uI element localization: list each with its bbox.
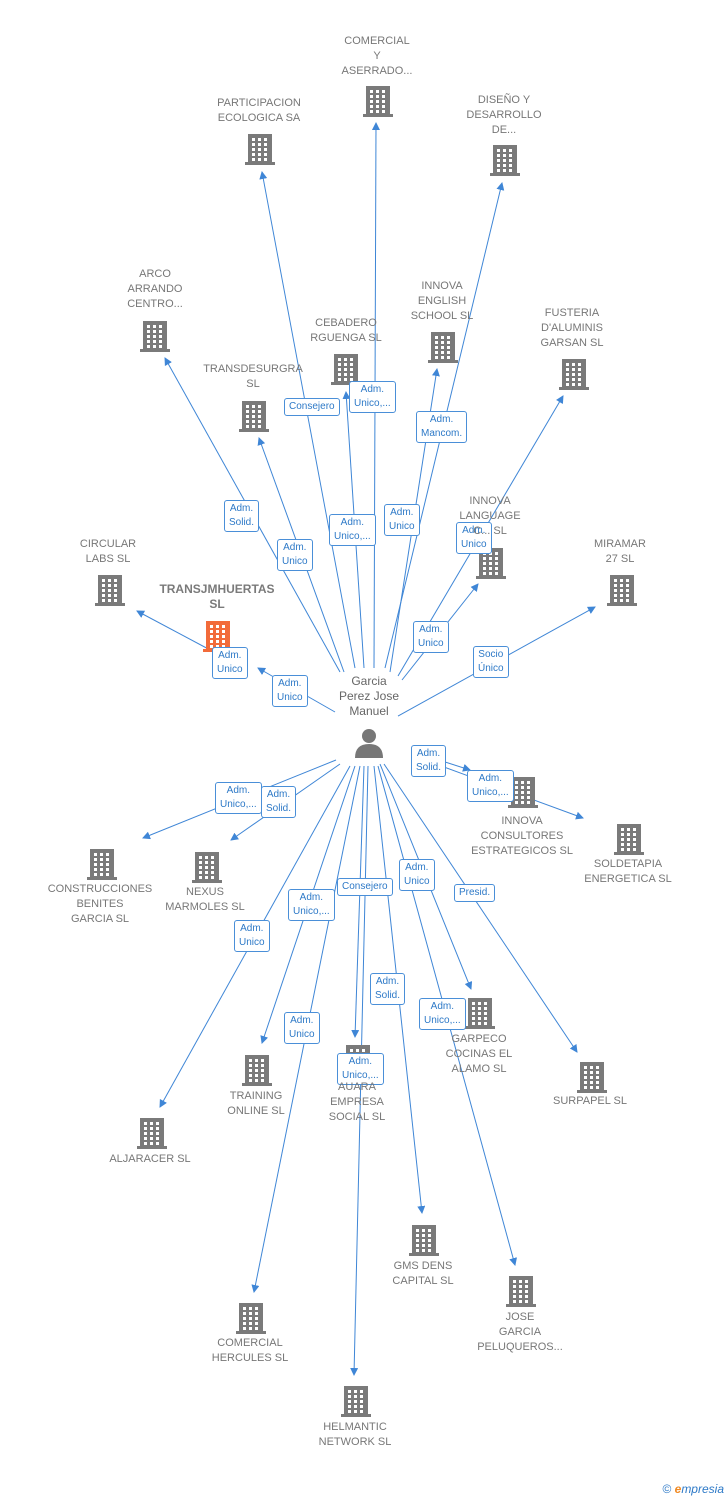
edge-role-innova-consultores[interactable]: Adm. Solid.	[411, 745, 447, 777]
edge-role-nexus-marmoles[interactable]: Adm. Solid.	[261, 786, 297, 818]
building-icon-gms-dens[interactable]	[409, 1225, 439, 1256]
building-icon-transdesurgra[interactable]	[239, 401, 269, 432]
edge-role-comercial-y-aserrado[interactable]: Adm. Unico,...	[349, 381, 396, 413]
edge-role-jose-garcia-peluqueros[interactable]: Adm. Unico,...	[419, 998, 466, 1030]
building-icon-jose-garcia-peluqueros[interactable]	[506, 1276, 536, 1307]
company-label-innova-language[interactable]: INNOVA LANGUAGE C... SL	[459, 495, 521, 537]
edge-role-auara-empresa[interactable]: Consejero	[337, 878, 393, 896]
company-label-comercial-y-aserrado[interactable]: COMERCIAL Y ASERRADO...	[341, 35, 413, 77]
edge-role-participacion-ecologica[interactable]: Adm. Unico,...	[329, 514, 376, 546]
building-icon-helmantic-network[interactable]	[341, 1386, 371, 1417]
edge-role-fusteria-daluminis[interactable]: Adm. Unico	[456, 522, 492, 554]
company-label-nexus-marmoles[interactable]: NEXUS MARMOLES SL	[165, 886, 245, 913]
edge-role-helmantic-network[interactable]: Adm. Unico,...	[337, 1053, 384, 1085]
nodes-layer	[87, 86, 644, 1417]
company-label-comercial-hercules[interactable]: COMERCIAL HERCULES SL	[211, 1337, 289, 1364]
edge-auara-empresa	[351, 765, 365, 1038]
company-label-soldetapia[interactable]: SOLDETAPIA ENERGETICA SL	[584, 858, 672, 885]
company-label-auara-empresa[interactable]: AUARA EMPRESA SOCIAL SL	[328, 1081, 386, 1123]
building-icon-participacion-ecologica[interactable]	[245, 134, 275, 165]
building-icon-aljaracer[interactable]	[137, 1118, 167, 1149]
copyright-symbol: ©	[662, 1482, 672, 1496]
edge-role-transdesurgra[interactable]: Adm. Unico	[277, 539, 313, 571]
building-icon-surpapel[interactable]	[577, 1062, 607, 1093]
edge-role-garpeco-cocinas[interactable]: Adm. Unico	[399, 859, 435, 891]
building-icon-innova-consultores[interactable]	[508, 777, 538, 808]
person-name[interactable]: Garcia Perez Jose Manuel	[338, 674, 400, 718]
building-icon-nexus-marmoles[interactable]	[192, 852, 222, 883]
company-label-jose-garcia-peluqueros[interactable]: JOSE GARCIA PELUQUEROS...	[477, 1311, 563, 1353]
building-icon-miramar-27[interactable]	[607, 575, 637, 606]
building-icon-comercial-hercules[interactable]	[236, 1303, 266, 1334]
edge-role-cebadero-rguenga[interactable]: Consejero	[284, 398, 340, 416]
company-label-arco-arrando[interactable]: ARCO ARRANDO CENTRO...	[127, 268, 183, 310]
company-label-innova-english[interactable]: INNOVA ENGLISH SCHOOL SL	[410, 280, 474, 322]
edge-participacion-ecologica	[259, 171, 356, 669]
edge-role-arco-arrando[interactable]: Adm. Solid.	[224, 500, 260, 532]
company-label-aljaracer[interactable]: ALJARACER SL	[109, 1153, 191, 1165]
person-icon[interactable]	[355, 729, 383, 758]
empresia-credit[interactable]: © empresia	[662, 1482, 724, 1496]
company-label-cebadero-rguenga[interactable]: CEBADERO RGUENGA SL	[310, 317, 382, 344]
edge-role-surpapel[interactable]: Presid.	[454, 884, 496, 902]
company-label-circular-labs[interactable]: CIRCULAR LABS SL	[79, 538, 137, 565]
building-icon-fusteria-daluminis[interactable]	[559, 359, 589, 390]
edge-role-miramar-27[interactable]: Socio Único	[473, 646, 509, 678]
company-label-participacion-ecologica[interactable]: PARTICIPACION ECOLOGICA SA	[217, 97, 301, 124]
brand-name: mpresia	[681, 1482, 724, 1496]
edge-role-soldetapia[interactable]: Adm. Unico,...	[467, 770, 514, 802]
company-label-helmantic-network[interactable]: HELMANTIC NETWORK SL	[318, 1421, 392, 1448]
brand-e: e	[674, 1482, 682, 1496]
company-label-miramar-27[interactable]: MIRAMAR 27 SL	[594, 538, 646, 565]
building-icon-comercial-y-aserrado[interactable]	[363, 86, 393, 117]
building-icon-garpeco-cocinas[interactable]	[465, 998, 495, 1029]
building-icon-diseno-y-desarrollo[interactable]	[490, 145, 520, 176]
edge-role-innova-language[interactable]: Adm. Unico	[413, 621, 449, 653]
company-label-training-online[interactable]: TRAINING ONLINE SL	[227, 1090, 285, 1117]
company-label-transdesurgra[interactable]: TRANSDESURGRA SL	[203, 363, 303, 390]
edge-role-circular-labs[interactable]: Adm. Unico	[212, 647, 248, 679]
building-icon-arco-arrando[interactable]	[140, 321, 170, 352]
edge-role-gms-dens[interactable]: Adm. Solid.	[370, 973, 406, 1005]
edge-surpapel	[383, 763, 578, 1053]
edge-role-diseno-y-desarrollo[interactable]: Adm. Unico	[384, 504, 420, 536]
company-label-innova-consultores[interactable]: INNOVA CONSULTORES ESTRATEGICOS SL	[471, 815, 573, 857]
company-label-surpapel[interactable]: SURPAPEL SL	[553, 1095, 627, 1107]
edge-role-training-online[interactable]: Adm. Unico,...	[288, 889, 335, 921]
edge-role-innova-english[interactable]: Adm. Mancom.	[416, 411, 468, 443]
edge-circular-labs	[136, 610, 215, 653]
company-label-fusteria-daluminis[interactable]: FUSTERIA D'ALUMINIS GARSAN SL	[540, 307, 604, 349]
edge-role-aljaracer[interactable]: Adm. Unico	[234, 920, 270, 952]
edge-role-comercial-hercules[interactable]: Adm. Unico	[284, 1012, 320, 1044]
company-label-gms-dens[interactable]: GMS DENS CAPITAL SL	[392, 1260, 454, 1287]
edge-role-construcciones-benites[interactable]: Adm. Unico,...	[215, 782, 262, 814]
company-label-construcciones-benites[interactable]: CONSTRUCCIONES BENITES GARCIA SL	[47, 883, 153, 925]
edge-role-transjmhuertas[interactable]: Adm. Unico	[272, 675, 308, 707]
building-icon-training-online[interactable]	[242, 1055, 272, 1086]
company-label-diseno-y-desarrollo[interactable]: DISEÑO Y DESARROLLO DE...	[466, 94, 542, 136]
building-icon-soldetapia[interactable]	[614, 824, 644, 855]
building-icon-innova-english[interactable]	[428, 332, 458, 363]
company-label-transjmhuertas[interactable]: TRANSJMHUERTAS SL	[159, 582, 275, 611]
building-icon-circular-labs[interactable]	[95, 575, 125, 606]
building-icon-cebadero-rguenga[interactable]	[331, 354, 361, 385]
company-label-garpeco-cocinas[interactable]: GARPECO COCINAS EL ALAMO SL	[445, 1033, 513, 1075]
building-icon-construcciones-benites[interactable]	[87, 849, 117, 880]
